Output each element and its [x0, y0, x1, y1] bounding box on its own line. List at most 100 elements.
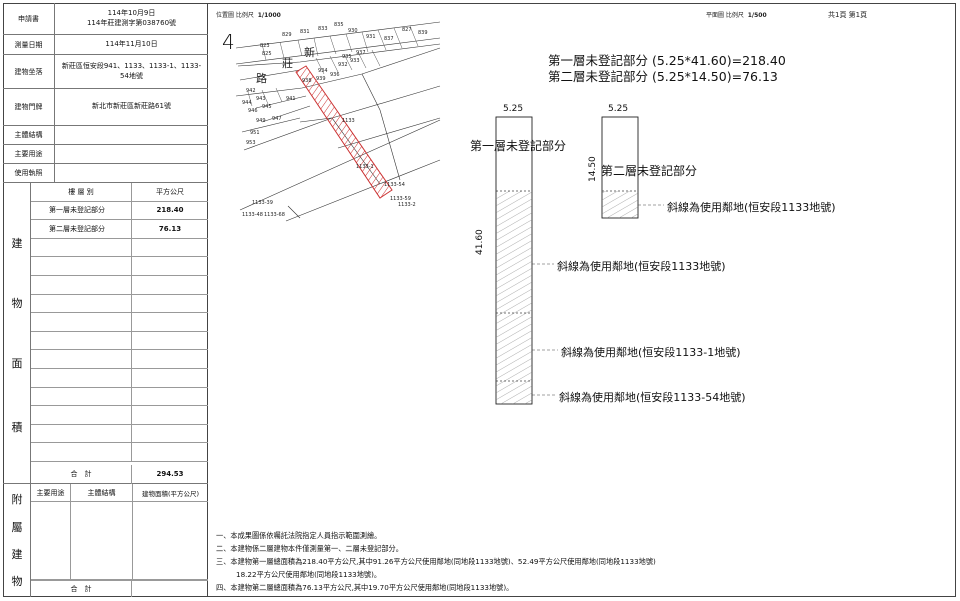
summary-floor1: 第一層未登記部分 (5.25*41.60)=218.40: [548, 53, 786, 68]
svg-text:莊: 莊: [282, 57, 293, 70]
location-row: 建物坐落 新莊區恒安段941、1133、1133-1、1133-54地號: [3, 55, 208, 89]
table-row: [31, 443, 208, 462]
attached-body: [31, 502, 208, 580]
note-line: 二、本建物係二層建物本件僅測量第一、二層未登記部分。: [216, 544, 403, 553]
side-char: 物: [11, 297, 23, 310]
floor-column-header: 樓 層 別: [31, 183, 132, 201]
hatch-note-floor2: 斜線為使用鄰地(恒安段1133地號): [667, 201, 836, 214]
svg-text:942: 942: [246, 88, 256, 94]
svg-text:946: 946: [248, 108, 258, 114]
location-label: 建物坐落: [3, 55, 55, 88]
road-name: 新 莊 路: [256, 45, 315, 85]
floor2-label: 第二層未登記部分: [601, 164, 698, 178]
svg-text:934: 934: [318, 68, 328, 74]
svg-text:1133-59: 1133-59: [390, 196, 411, 202]
area-cell: 76.13: [158, 224, 182, 233]
side-char: 附: [11, 493, 23, 506]
side-char: 積: [11, 421, 23, 434]
attached-header: 主要用途 主體結構 建物面積(平方公尺): [31, 484, 208, 502]
area-column-header: 平方公尺: [156, 187, 184, 196]
attached-total-row: 合 計: [31, 580, 208, 597]
note-line: 一、本成果圖係依囑託法院指定人員指示範圍測繪。: [216, 531, 382, 540]
structure-label: 主體結構: [3, 126, 55, 144]
floor-cell: 第二層未登記部分: [31, 220, 132, 238]
side-char: 面: [11, 357, 23, 370]
svg-text:947: 947: [272, 116, 282, 122]
svg-text:1133-1: 1133-1: [356, 164, 374, 170]
attached-total-label: 合 計: [31, 581, 132, 597]
attached-area-column-header: 建物面積(平方公尺): [141, 489, 200, 498]
svg-text:839: 839: [418, 30, 428, 36]
floor2-hatched-area: [602, 191, 638, 218]
survey-date-label: 測量日期: [3, 35, 55, 54]
side-char: 物: [11, 575, 23, 588]
svg-text:1133-39: 1133-39: [252, 200, 273, 206]
applicant-row: 申請書 114年10月9日 114年莊建測字第038760號: [3, 3, 208, 35]
usage-column-header: 主要用途: [31, 484, 71, 501]
svg-text:936: 936: [330, 72, 340, 78]
table-row: [31, 313, 208, 332]
building-area-side: 建 物 面 積: [3, 183, 31, 483]
address-row: 建物門牌 新北市新莊區新莊路61號: [3, 89, 208, 126]
note-line: 三、本建物第一層總面積為218.40平方公尺,其中91.26平方公尺使用鄰地(同…: [216, 557, 656, 566]
total-label: 合 計: [31, 465, 132, 484]
floor2-width: 5.25: [608, 104, 629, 114]
svg-text:945: 945: [262, 104, 272, 110]
table-row: [31, 369, 208, 388]
address-value: 新北市新莊區新莊路61號: [92, 102, 171, 111]
svg-text:951: 951: [250, 130, 260, 136]
table-row: [31, 387, 208, 407]
info-panel: 申請書 114年10月9日 114年莊建測字第038760號 測量日期 114年…: [3, 3, 208, 597]
location-value: 新莊區恒安段941、1133、1133-1、1133-54地號: [61, 62, 202, 80]
svg-text:941: 941: [286, 96, 296, 102]
table-row: [31, 294, 208, 314]
side-char: 建: [11, 548, 23, 561]
svg-text:933: 933: [350, 58, 360, 64]
svg-text:944: 944: [242, 100, 252, 106]
applicant-value: 114年10月9日 114年莊建測字第038760號: [55, 3, 208, 34]
hatch-note-1133-1: 斜線為使用鄰地(恒安段1133-1地號): [561, 346, 741, 359]
table-row: [31, 350, 208, 369]
svg-text:949: 949: [256, 118, 266, 124]
svg-text:路: 路: [256, 72, 267, 85]
floor-plan-caption: 平面圖 比例尺 1/500: [706, 12, 767, 19]
svg-text:835: 835: [334, 22, 344, 28]
usage-row: 主要用途: [3, 145, 208, 164]
area-total-row: 合 計 294.53: [31, 465, 208, 484]
svg-text:930: 930: [348, 28, 358, 34]
summary-floor2: 第二層未登記部分 (5.25*14.50)=76.13: [548, 69, 778, 84]
svg-text:935: 935: [342, 54, 352, 60]
floor2-length: 14.50: [588, 156, 598, 182]
attached-building-section: 附 屬 建 物 主要用途 主體結構 建物面積(平方公尺) 合 計: [3, 484, 208, 597]
svg-text:833: 833: [318, 26, 328, 32]
address-label: 建物門牌: [3, 89, 55, 125]
table-row: 第一層未登記部分 218.40: [31, 201, 208, 221]
floor1-label: 第一層未登記部分: [470, 139, 567, 153]
page-indicator: 共1頁 第1頁: [828, 11, 868, 19]
hatch-note-1133-54: 斜線為使用鄰地(恒安段1133-54地號): [559, 391, 746, 404]
document-frame: [3, 3, 956, 597]
table-row: [31, 424, 208, 444]
total-value: 294.53: [156, 470, 184, 479]
svg-text:837: 837: [384, 36, 394, 42]
svg-text:932: 932: [338, 62, 348, 68]
svg-text:1133-48: 1133-48: [242, 212, 263, 218]
svg-text:827: 827: [402, 27, 412, 33]
attached-side: 附 屬 建 物: [3, 484, 31, 597]
floor-plan-scale: 1/500: [747, 12, 767, 19]
svg-text:829: 829: [282, 32, 292, 38]
survey-date-value: 114年11月10日: [105, 39, 158, 48]
table-row: [31, 276, 208, 295]
structure-column-header: 主體結構: [71, 484, 133, 501]
svg-text:823: 823: [260, 43, 270, 49]
table-row: [31, 331, 208, 351]
license-row: 使用執照: [3, 164, 208, 183]
svg-text:831: 831: [300, 29, 310, 35]
building-area-section: 建 物 面 積 樓 層 別 平方公尺 第一層未登記部分 218.40 第二層未登…: [3, 183, 208, 484]
svg-text:939: 939: [316, 76, 326, 82]
side-char: 屬: [11, 521, 23, 534]
applicant-label: 申請書: [3, 3, 55, 34]
floor1-hatched-area: [496, 191, 532, 404]
